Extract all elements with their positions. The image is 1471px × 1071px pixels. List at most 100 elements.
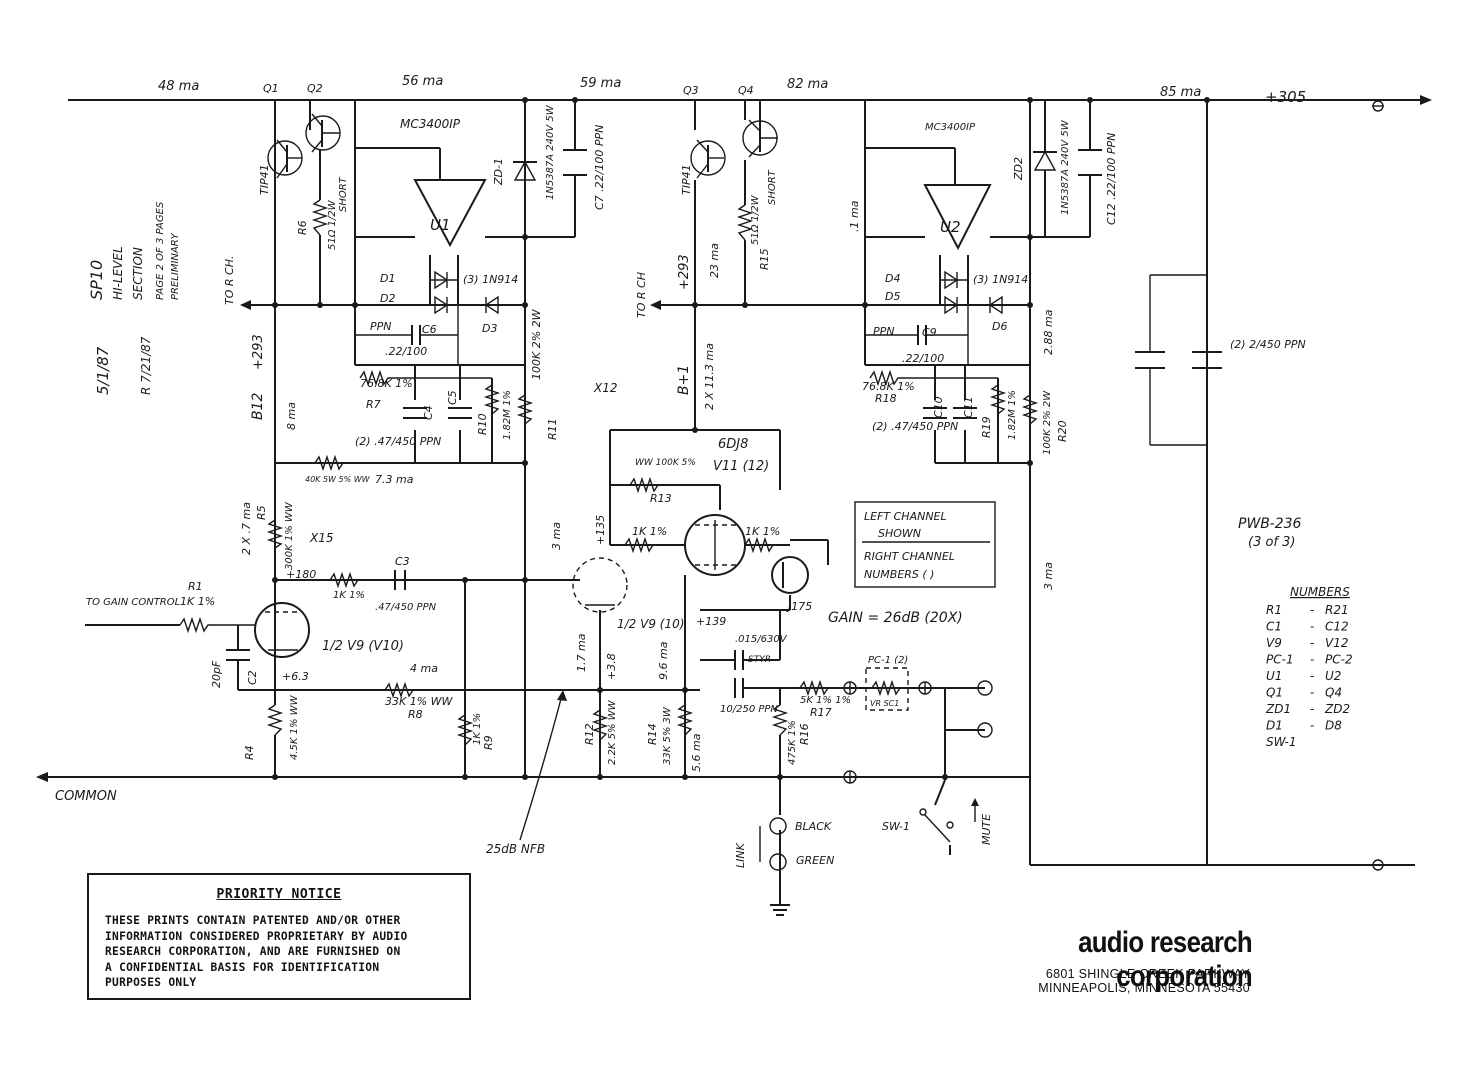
numbers-table: NUMBERS R1-R21C1-C12V9-V12PC-1-PC-2U1-U2… bbox=[1265, 585, 1353, 749]
channel-line-2: SHOWN bbox=[878, 527, 921, 540]
q3-transistor bbox=[690, 139, 726, 179]
numbers-dash-0: - bbox=[1310, 603, 1314, 617]
output-rail bbox=[1029, 100, 1415, 871]
to-gain-label: TO GAIN CONTROL bbox=[86, 597, 180, 608]
numbers-left-4: U1 bbox=[1266, 669, 1282, 683]
r13-label: R13 bbox=[650, 492, 672, 505]
j175-fet bbox=[771, 556, 809, 594]
v9b-tube bbox=[572, 557, 628, 613]
i-small-label: .1 ma bbox=[848, 200, 861, 232]
r18-label: R18 bbox=[875, 392, 897, 405]
diodes-label: (3) 1N914 bbox=[463, 273, 518, 286]
link-label: LINK bbox=[734, 842, 747, 868]
company-name: audio research corporation bbox=[1078, 926, 1253, 993]
i4-label: 4 ma bbox=[410, 662, 438, 675]
r10-value: 1.82M 1% bbox=[502, 390, 513, 440]
r3-value: 1K 1% bbox=[333, 590, 365, 601]
numbers-right-5: Q4 bbox=[1325, 686, 1342, 700]
numbers-left-3: PC-1 bbox=[1266, 653, 1294, 667]
v11-number: V11 (12) bbox=[713, 459, 769, 474]
title-line-1: SP10 bbox=[87, 260, 106, 300]
numbers-right-3: PC-2 bbox=[1325, 653, 1353, 667]
numbers-dash-7: - bbox=[1310, 719, 1314, 733]
v11-type: 6DJ8 bbox=[718, 437, 748, 452]
channel-line-4: NUMBERS ( ) bbox=[864, 568, 934, 581]
numbers-left-2: V9 bbox=[1266, 636, 1282, 650]
rail-voltage: +305 bbox=[1265, 88, 1306, 106]
nfb-arrow bbox=[519, 690, 567, 841]
current-82: 82 ma bbox=[787, 77, 828, 92]
v9-label: 1/2 V9 (V10) bbox=[322, 639, 404, 654]
i17-label: 1.7 ma bbox=[575, 633, 588, 672]
v135-label: +135 bbox=[594, 515, 607, 545]
title-line-3: SECTION bbox=[131, 247, 145, 300]
q1-label: Q1 bbox=[263, 82, 279, 95]
r5-value: 300K 1% WW bbox=[284, 501, 295, 570]
nfb-label: 25dB NFB bbox=[486, 842, 545, 856]
right-regulator-labels: Q3 Q4 TIP41 MC3400IP U2 ZD2 1N5387A 240V… bbox=[635, 84, 1118, 455]
revision: R 7/21/87 bbox=[139, 336, 153, 395]
v38-label: +3.8 bbox=[605, 653, 618, 680]
q1-transistor bbox=[267, 139, 303, 179]
date: 5/1/87 bbox=[94, 346, 112, 395]
u1-opamp bbox=[413, 179, 487, 248]
zd1-label: ZD-1 bbox=[492, 158, 505, 186]
v180-label: +180 bbox=[286, 568, 316, 581]
r5-label: R5 bbox=[255, 505, 268, 520]
pages-line-1: PAGE 2 OF 3 PAGES bbox=[155, 201, 166, 300]
d6-label: D6 bbox=[992, 320, 1007, 333]
v9-tube bbox=[254, 602, 310, 658]
r16-label: R16 bbox=[798, 723, 811, 745]
audio-labels: TO GAIN CONTROL R1 1K 1% C2 20pF 1/2 V9 … bbox=[86, 338, 1306, 868]
black-label: BLACK bbox=[795, 820, 832, 833]
x15-label: X15 bbox=[309, 531, 334, 545]
r11-label: R11 bbox=[546, 418, 559, 440]
numbers-left-8: SW-1 bbox=[1266, 735, 1297, 749]
current-56: 56 ma bbox=[402, 74, 443, 89]
c2-value: 20pF bbox=[210, 660, 223, 688]
r16-value: 475K 1% bbox=[787, 720, 798, 765]
u1-type: MC3400IP bbox=[400, 117, 461, 131]
zd1-type: 1N5387A 240V 5W bbox=[545, 104, 556, 200]
pages-line-2: PRELIMINARY bbox=[170, 232, 181, 300]
numbers-right-7: D8 bbox=[1325, 719, 1342, 733]
q1-type: TIP41 bbox=[258, 164, 271, 195]
notice-body: THESE PRINTS CONTAIN PATENTED AND/OR OTH… bbox=[105, 914, 408, 989]
r1-label: R1 bbox=[188, 580, 203, 593]
mute-label: MUTE bbox=[980, 814, 993, 845]
short-label: SHORT bbox=[338, 176, 349, 212]
resistors-left bbox=[266, 199, 534, 549]
c10-c11-capacitors bbox=[923, 407, 977, 419]
numbers-left-5: Q1 bbox=[1266, 686, 1283, 700]
r15-label: R15 bbox=[758, 248, 771, 270]
numbers-dash-6: - bbox=[1310, 702, 1314, 716]
common-label: COMMON bbox=[55, 789, 117, 804]
c2-label: C2 bbox=[246, 670, 259, 685]
channel-box: LEFT CHANNEL SHOWN RIGHT CHANNEL NUMBERS… bbox=[854, 501, 996, 588]
q2-transistor bbox=[305, 113, 341, 153]
d4-d6-diodes bbox=[940, 270, 1003, 315]
green-label: GREEN bbox=[796, 854, 834, 867]
styr-label: STYR bbox=[748, 655, 771, 665]
numbers-dash-5: - bbox=[1310, 686, 1314, 700]
numbers-right-2: V12 bbox=[1325, 636, 1348, 650]
i3b-label: 3 ma bbox=[1042, 562, 1055, 590]
c-out-value: .015/630V bbox=[735, 634, 788, 645]
company-address-line-2: MINNEAPOLIS, MINNESOTA 55430 bbox=[1038, 981, 1250, 995]
channel-line-3: RIGHT CHANNEL bbox=[864, 550, 955, 563]
positive-rail bbox=[68, 95, 1432, 112]
gain-label: GAIN = 26dB (20X) bbox=[828, 610, 963, 626]
d3-label: D3 bbox=[482, 322, 497, 335]
c3-label: C3 bbox=[395, 555, 410, 568]
r7-label: R7 bbox=[366, 398, 381, 411]
r14-label: R14 bbox=[646, 723, 659, 745]
c7-label: C7 .22/100 PPN bbox=[593, 125, 606, 210]
numbers-right-1: C12 bbox=[1325, 620, 1349, 634]
i3-label: 3 ma bbox=[550, 522, 563, 550]
u2-opamp bbox=[923, 184, 992, 251]
notice-title: PRIORITY NOTICE bbox=[216, 887, 342, 902]
i288-label: 2.88 ma bbox=[1042, 309, 1055, 355]
b12-label: B12 bbox=[250, 392, 266, 420]
c6-type: PPN bbox=[370, 320, 392, 333]
numbers-dash-4: - bbox=[1310, 669, 1314, 683]
